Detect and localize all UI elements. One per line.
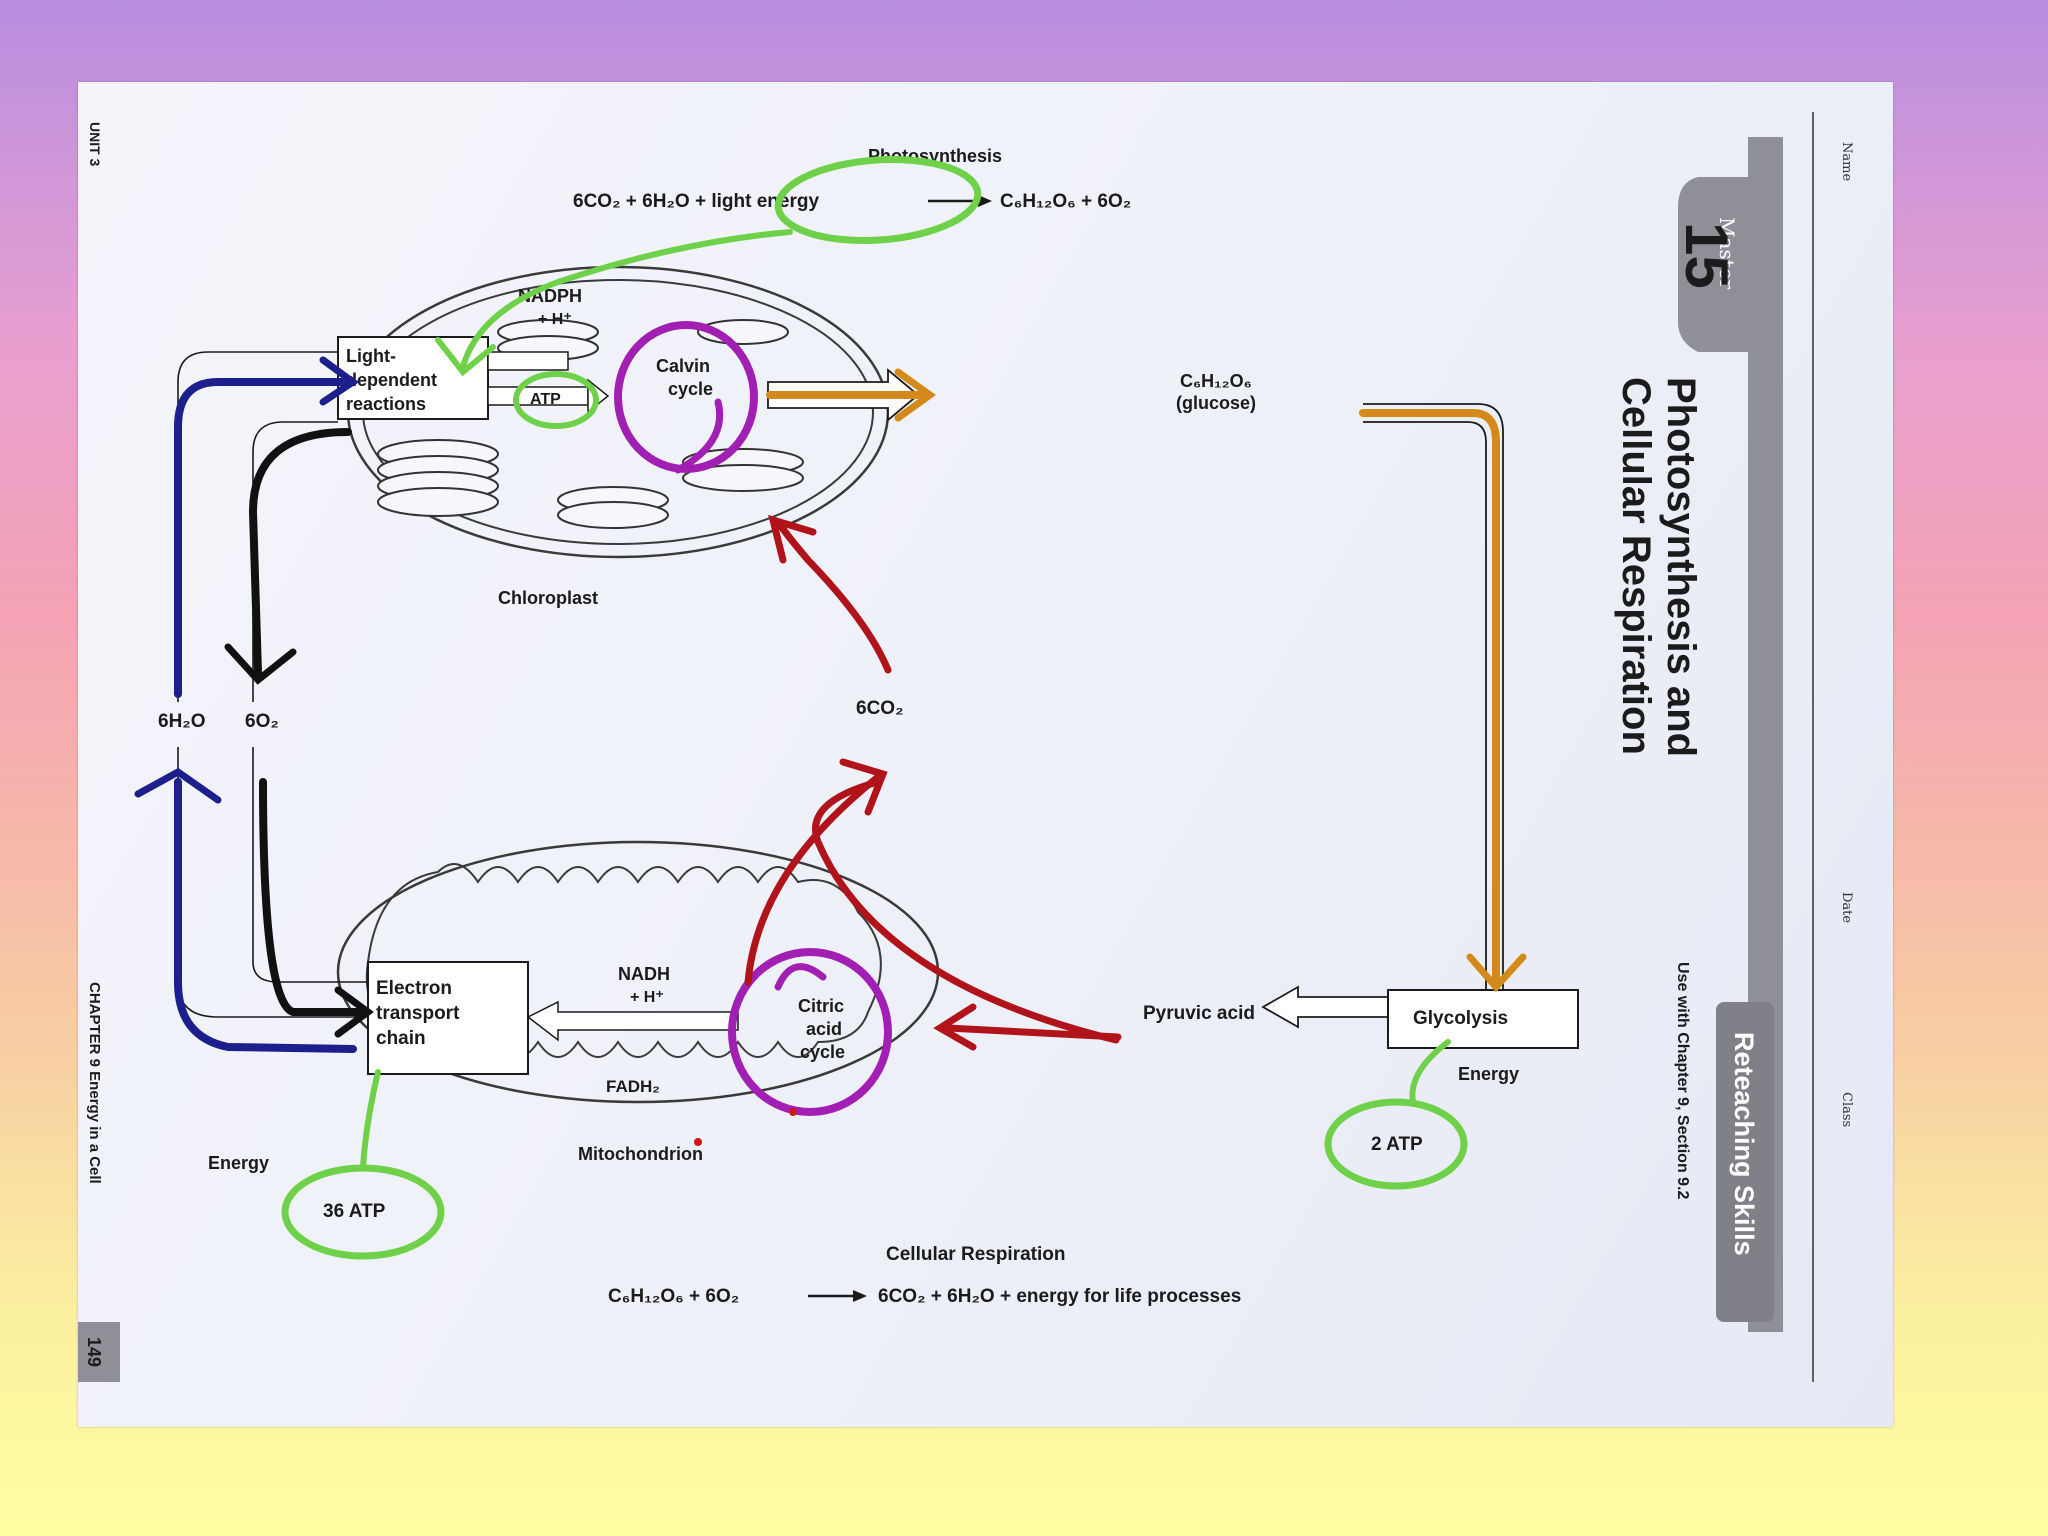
light-energy-annotation-arrow	[460, 229, 793, 370]
citric-cycle-highlight	[728, 948, 892, 1116]
nadph-h-label: + H⁺	[538, 311, 572, 328]
citric-to-co2-annotation	[744, 773, 882, 986]
oxygen-to-etc-arrowhead	[334, 986, 374, 1038]
reteaching-label: Reteaching Skills	[1729, 1032, 1759, 1256]
respiration-equation-right: 6CO₂ + 6H₂O + energy for life processes	[878, 1286, 1241, 1307]
glucose-formula: C₆H₁₂O₆	[1180, 371, 1252, 391]
atp-etc-label: 36 ATP	[323, 1201, 386, 1222]
nadh-label: NADH	[618, 964, 670, 984]
fadh2-label: FADH₂	[606, 1077, 660, 1096]
citric-label-3: cycle	[800, 1042, 845, 1062]
photosynthesis-equation-left: 6CO₂ + 6H₂O + light energy	[573, 191, 819, 212]
water-to-light-arrowhead	[319, 356, 360, 406]
light-dependent-line-1: Light-	[346, 346, 396, 366]
co2-label: 6CO₂	[856, 698, 904, 719]
respiration-arrowhead	[853, 1290, 867, 1302]
nadph-arrow-body	[487, 351, 569, 371]
chloroplast-label: Chloroplast	[498, 588, 598, 608]
page-number-tab	[78, 1322, 120, 1382]
co2-to-calvin-annotation	[774, 518, 892, 674]
calvin-label-1: Calvin	[656, 356, 710, 376]
glucose-to-glycolysis-arrowhead	[1466, 953, 1527, 993]
pyruvic-to-citric-annotation	[944, 1024, 1122, 1041]
co2-arrowhead	[839, 758, 888, 816]
nadh-h-label: + H⁺	[630, 989, 664, 1006]
water-to-light-annotation	[174, 378, 354, 698]
glucose-to-glycolysis-annotation	[1359, 409, 1500, 986]
light-energy-highlight	[774, 155, 982, 245]
atp-glycolysis-highlight	[1324, 1098, 1468, 1190]
page-number: 149	[84, 1337, 104, 1367]
light-dependent-line-3: reactions	[346, 394, 426, 414]
oxygen-label: 6O₂	[245, 711, 279, 732]
light-dependent-line-2: dependent	[346, 370, 437, 390]
mitochondrion-cristae	[365, 863, 882, 1058]
title-line-1: Photosynthesis and	[1659, 377, 1703, 757]
red-dot-2	[789, 1108, 797, 1116]
energy-glycolysis-label: Energy	[1458, 1064, 1519, 1084]
light-to-oxygen-printed-arrow	[252, 421, 338, 702]
photosynthesis-arrowhead	[978, 195, 992, 207]
master-tab	[1678, 177, 1778, 352]
etc-label-2: transport	[376, 1003, 460, 1024]
master-number: 15	[1673, 222, 1740, 289]
co2-to-calvin-arrowhead	[768, 514, 817, 564]
water-to-light-printed-arrow	[177, 351, 338, 702]
respiration-heading: Cellular Respiration	[886, 1244, 1066, 1265]
atp-glycolysis-label: 2 ATP	[1371, 1134, 1423, 1155]
atp-label: ATP	[530, 391, 561, 408]
master-label: Master	[1715, 217, 1739, 290]
red-dot-1	[694, 1138, 702, 1146]
thylakoid-stacks	[377, 319, 804, 529]
citric-label-2: acid	[806, 1019, 842, 1039]
unit-label: UNIT 3	[87, 122, 103, 167]
atp-chloroplast-highlight	[513, 371, 599, 429]
glycolysis-energy-annotation	[1409, 1039, 1451, 1105]
water-label: 6H₂O	[158, 711, 206, 732]
citric-cycle-arrow	[774, 963, 827, 991]
citric-label-1: Citric	[798, 996, 844, 1016]
photosynthesis-respiration-diagram: Name Date Class Master 15 Photosynthesis…	[78, 112, 1854, 1382]
glucose-name: (glucose)	[1176, 393, 1256, 413]
title-line-2: Cellular Respiration	[1614, 377, 1658, 755]
chapter-footer: CHAPTER 9 Energy in a Cell	[86, 982, 103, 1184]
mitochondrion-label: Mitochondrion	[578, 1144, 703, 1164]
pyruvic-acid-label: Pyruvic acid	[1143, 1003, 1255, 1024]
class-label: Class	[1839, 1092, 1854, 1127]
glucose-to-glycolysis-path-inner	[1363, 421, 1487, 992]
pyruvic-to-citric-arrowhead	[933, 1003, 977, 1051]
respiration-equation-left: C₆H₁₂O₆ + 6O₂	[608, 1286, 739, 1307]
date-label: Date	[1839, 892, 1854, 923]
etc-label-1: Electron	[376, 978, 452, 999]
electron-transport-box	[367, 961, 529, 1075]
etc-to-water-arrowhead	[134, 767, 222, 804]
use-with-label: Use with Chapter 9, Section 9.2	[1674, 962, 1691, 1200]
light-to-oxygen-annotation	[248, 428, 352, 676]
etc-energy-annotation	[360, 1069, 381, 1170]
pyruvic-to-co2-annotation	[812, 778, 1120, 1044]
calvin-cycle-arrow	[674, 398, 724, 474]
energy-etc-label: Energy	[208, 1153, 269, 1173]
etc-label-3: chain	[376, 1028, 426, 1049]
calvin-to-glucose-arrowhead	[894, 368, 936, 422]
light-energy-arrowhead	[435, 337, 496, 377]
light-to-oxygen-arrowhead	[224, 643, 297, 685]
reteaching-badge	[1716, 1002, 1774, 1322]
glycolysis-to-pyruvic-arrow	[1261, 985, 1389, 1029]
glucose-to-glycolysis-path-outer	[1363, 403, 1504, 992]
name-label: Name	[1839, 142, 1854, 181]
oxygen-to-etc-annotation	[259, 778, 367, 1016]
nadh-fadh2-arrow	[526, 1000, 739, 1042]
glycolysis-box	[1387, 989, 1579, 1049]
calvin-label-2: cycle	[668, 379, 713, 399]
worksheet-photo: Name Date Class Master 15 Photosynthesis…	[78, 82, 1893, 1427]
glycolysis-label: Glycolysis	[1413, 1008, 1508, 1029]
etc-to-water-annotation	[174, 778, 357, 1053]
photosynthesis-equation-right: C₆H₁₂O₆ + 6O₂	[1000, 191, 1131, 212]
